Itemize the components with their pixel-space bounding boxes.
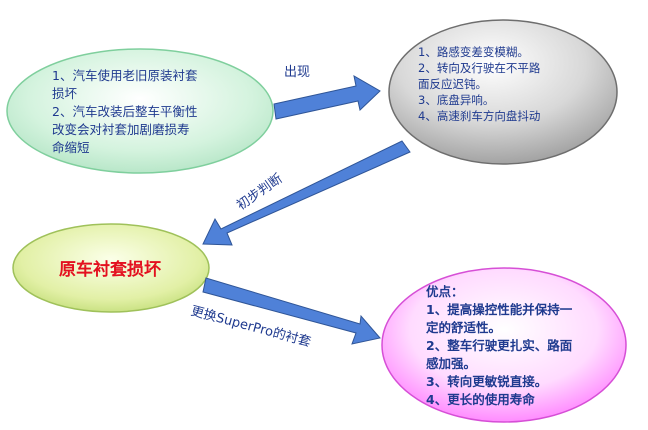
- core-issue-text: 原车衬套损坏: [59, 260, 161, 280]
- cause-line: 命缩短: [52, 140, 90, 155]
- arrow-replace: [202, 277, 381, 345]
- cause-line: 1、汽车使用老旧原装衬套: [52, 68, 198, 83]
- symptom-line: 2、转向及行驶在不平路: [418, 61, 541, 75]
- benefit-line: 2、整车行驶更扎实、路面: [426, 338, 573, 353]
- benefit-line: 优点：: [426, 284, 464, 299]
- benefit-line: 4、更长的使用寿命: [426, 392, 535, 407]
- benefit-line: 3、转向更敏锐直接。: [426, 374, 548, 389]
- arrow-appear: [273, 75, 381, 120]
- cause-line: 2、汽车改装后整车平衡性: [52, 104, 198, 119]
- core-ellipse: [12, 223, 210, 313]
- cause-line: 损坏: [52, 86, 78, 101]
- benefit-text: 优点： 1、提高操控性能并保持一 定的舒适性。 2、整车行驶更扎实、路面 感加强…: [426, 283, 596, 409]
- symptom-line: 1、路感变差变模糊。: [418, 45, 529, 59]
- arrow-initial-judgment: [202, 140, 411, 246]
- symptom-line: 面反应迟钝。: [418, 77, 487, 91]
- symptom-text: 1、路感变差变模糊。 2、转向及行驶在不平路 面反应迟钝。 3、底盘异响。 4、…: [418, 44, 578, 124]
- benefit-line: 1、提高操控性能并保持一: [426, 302, 573, 317]
- benefit-line: 感加强。: [426, 356, 477, 371]
- symptom-line: 4、高速刹车方向盘抖动: [418, 109, 541, 123]
- cause-text: 1、汽车使用老旧原装衬套 损坏 2、汽车改装后整车平衡性 改变会对衬套加剧磨损寿…: [52, 67, 237, 157]
- symptom-line: 3、底盘异响。: [418, 93, 495, 107]
- symptom-ellipse: [388, 19, 618, 165]
- cause-ellipse: [6, 48, 274, 174]
- cause-line: 改变会对衬套加剧磨损寿: [52, 122, 190, 137]
- arrow-label-appear: 出现: [284, 65, 311, 80]
- benefit-ellipse: [381, 267, 627, 423]
- benefit-line: 定的舒适性。: [426, 320, 502, 335]
